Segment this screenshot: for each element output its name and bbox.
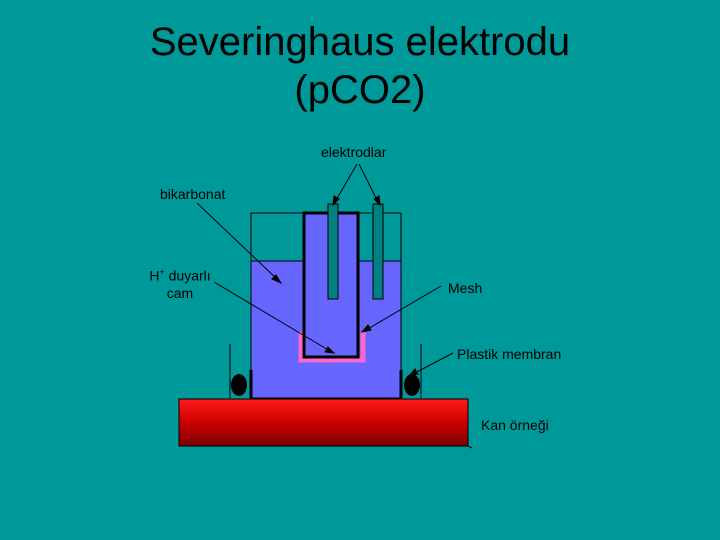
o-ring-left bbox=[231, 374, 247, 396]
arrowhead-elektrodlar-left bbox=[332, 195, 340, 207]
arrow-mesh bbox=[365, 285, 442, 331]
label-kan-ornegi: Kan örneği bbox=[481, 417, 549, 433]
blood-sample bbox=[178, 398, 469, 447]
electrode-outer bbox=[372, 203, 384, 300]
label-h-sensitive-glass: H+ duyarlı cam bbox=[140, 264, 220, 302]
arrow-elektrodlar-right bbox=[358, 163, 379, 203]
arrow-plastik-membran bbox=[412, 352, 454, 375]
arrowhead-elektrodlar-right bbox=[373, 195, 381, 207]
arrowhead-mesh bbox=[360, 324, 372, 333]
label-mesh: Mesh bbox=[448, 280, 483, 296]
title-line-1: Severinghaus elektrodu bbox=[149, 20, 571, 64]
label-h-symbol: H bbox=[149, 267, 160, 284]
arrow-elektrodlar-left bbox=[334, 163, 358, 203]
electrode-inner bbox=[327, 203, 339, 300]
arrow-bikarbonat bbox=[196, 202, 279, 281]
arrowhead-plastik-membran bbox=[407, 368, 419, 377]
title-line-2: (pCO2) bbox=[294, 68, 426, 112]
o-ring-right bbox=[404, 374, 420, 396]
label-bikarbonat: bikarbonat bbox=[160, 186, 226, 202]
label-plastik-membran: Plastik membran bbox=[457, 346, 562, 362]
label-h-superscript: + bbox=[159, 267, 165, 277]
label-h-sensitive-line2: cam bbox=[166, 284, 194, 301]
arrow-kan-ornegi bbox=[467, 445, 473, 449]
label-elektrodlar: elektrodlar bbox=[321, 144, 387, 160]
label-h-duyarli: duyarlı bbox=[164, 267, 211, 284]
arrowhead-h-sensitive bbox=[324, 346, 336, 354]
label-h-sensitive-line1: H+ duyarlı bbox=[140, 264, 220, 285]
slide-title: Severinghaus elektrodu (pCO2) bbox=[0, 18, 720, 114]
ph-glass-tip bbox=[298, 332, 366, 363]
arrow-h-sensitive bbox=[213, 281, 331, 352]
arrowhead-bikarbonat bbox=[271, 274, 283, 285]
